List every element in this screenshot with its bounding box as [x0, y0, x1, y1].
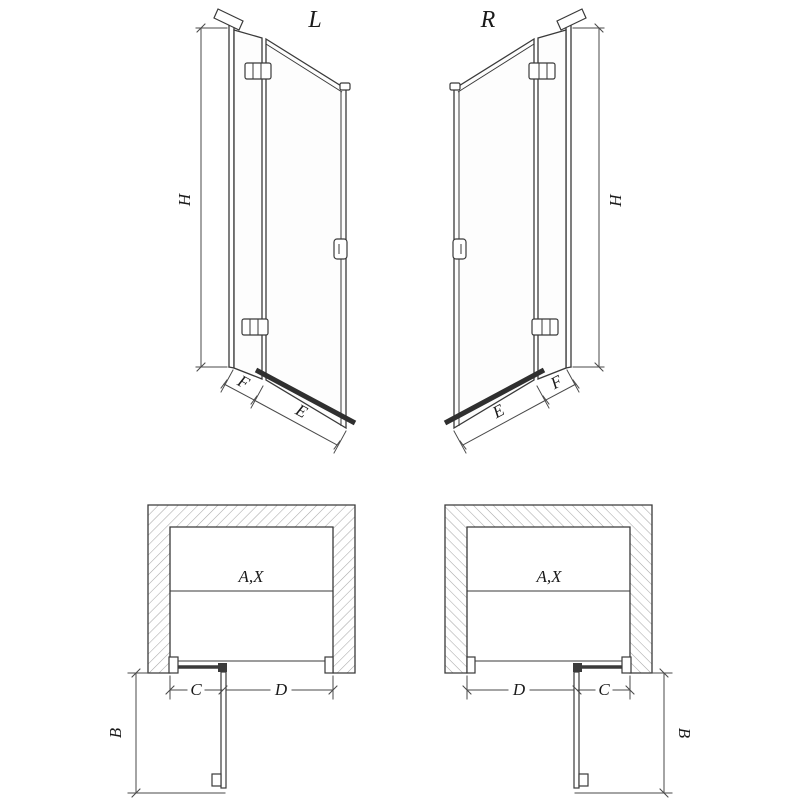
segment-d-label-right: D	[512, 680, 526, 699]
projection-b-label-right: B	[675, 728, 694, 739]
segment-c-label-left: C	[190, 680, 202, 699]
segment-d-label-left: D	[274, 680, 288, 699]
opening-width-label-right: A,X	[535, 567, 562, 586]
segment-c-label-right: C	[598, 680, 610, 699]
opening-width-label-left: A,X	[237, 567, 264, 586]
height-label-right: H	[606, 193, 625, 208]
variant-label-right: R	[480, 7, 496, 33]
height-label-left: H	[175, 192, 194, 207]
projection-b-label-left: B	[106, 727, 125, 738]
variant-label-left: L	[307, 7, 321, 33]
